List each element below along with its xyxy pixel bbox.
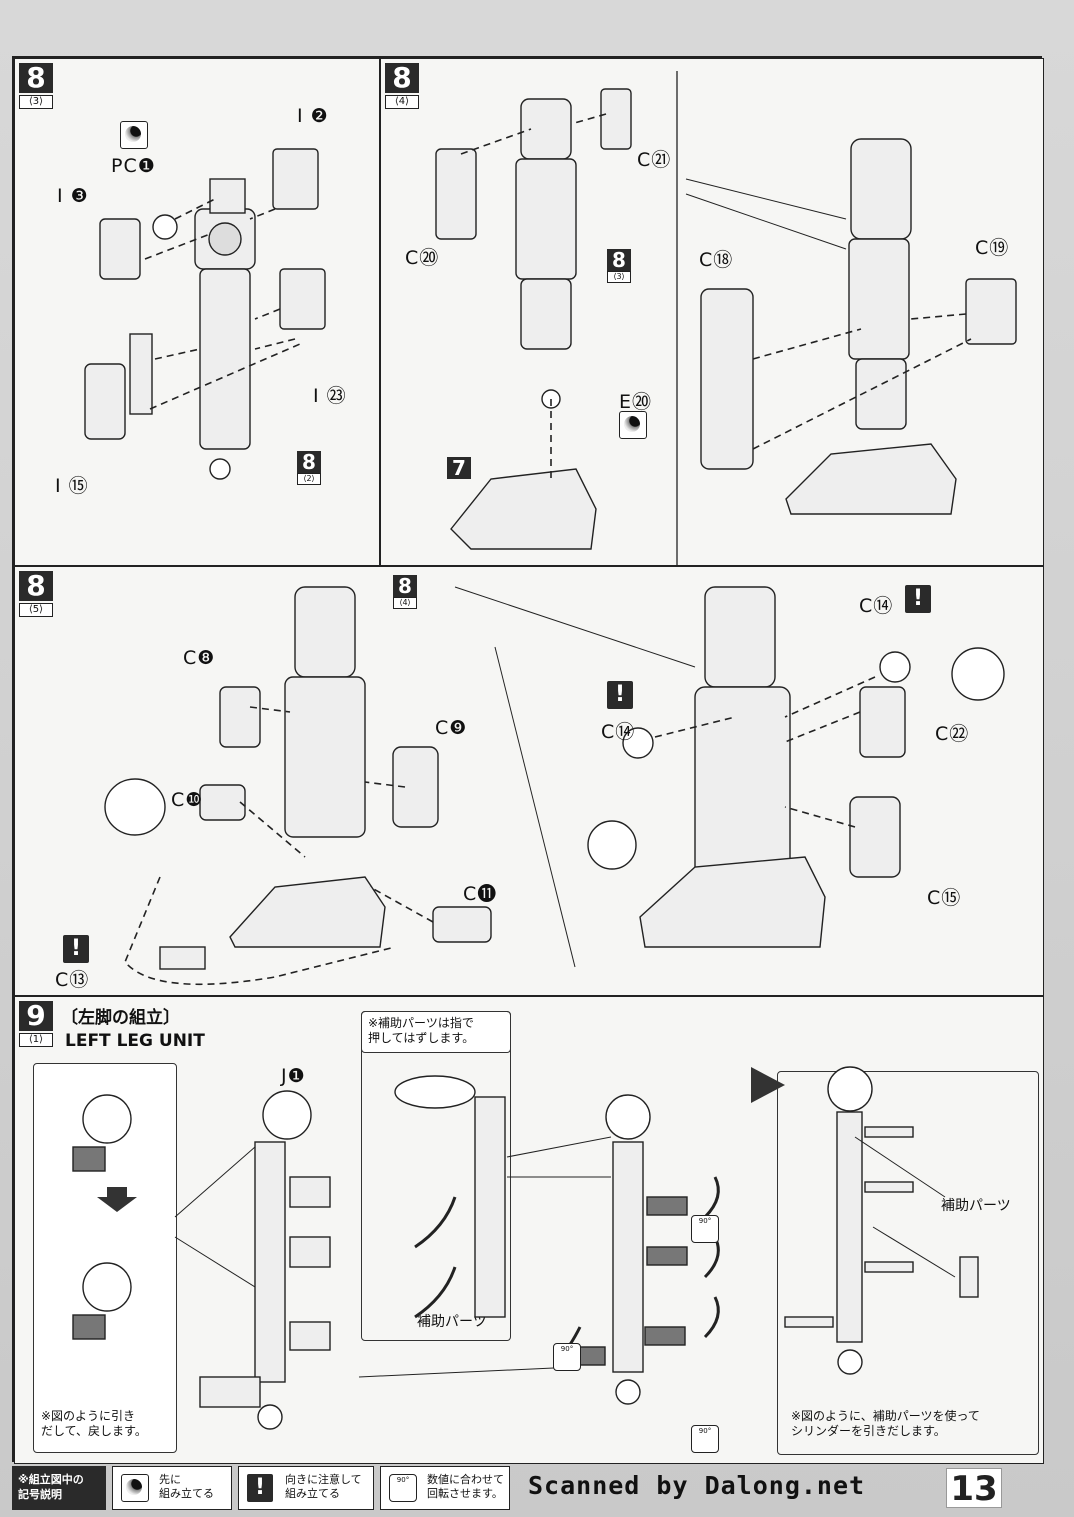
part-label: I ⑮ bbox=[55, 475, 89, 497]
legend-glue-first: 先に 組み立てる bbox=[112, 1466, 232, 1510]
step-8-3-panel: 8 ⟨3⟩ bbox=[14, 58, 380, 566]
rotate-90-icon: 90° bbox=[553, 1343, 581, 1371]
rotate-90-icon: 90° bbox=[691, 1425, 719, 1453]
step-substep: ⟨3⟩ bbox=[19, 95, 53, 109]
part-label: C⑳ bbox=[405, 247, 440, 269]
ref-step-number: 7 bbox=[447, 457, 471, 479]
rotate-90-icon: 90° bbox=[389, 1474, 417, 1502]
glue-first-icon bbox=[120, 121, 148, 149]
legend-caution: ! 向きに注意して 組み立てる bbox=[238, 1466, 374, 1510]
step-number: 8 bbox=[19, 63, 53, 93]
right-note: ※図のように、補助パーツを使って シリンダーを引きだします。 bbox=[791, 1409, 980, 1438]
part-label: C⓫ bbox=[463, 883, 498, 905]
step-substep: ⟨1⟩ bbox=[19, 1033, 53, 1047]
step-number: 8 bbox=[385, 63, 419, 93]
caution-icon: ! bbox=[63, 935, 89, 963]
part-label: J❶ bbox=[281, 1065, 306, 1087]
part-label: C⑲ bbox=[975, 237, 1010, 259]
ref-step-sub: ⟨4⟩ bbox=[393, 597, 417, 609]
part-label: PC❶ bbox=[111, 155, 156, 177]
caution-icon: ! bbox=[905, 585, 931, 613]
leg-frame-drawing bbox=[84, 148, 326, 480]
part-label: C⑬ bbox=[55, 969, 90, 991]
step-8-5-panel: 8 ⟨5⟩ bbox=[14, 566, 1044, 996]
runner-frame-drawing bbox=[72, 1066, 979, 1430]
legend-text: 向きに注意して 組み立てる bbox=[285, 1473, 362, 1500]
part-label: C⑮ bbox=[927, 887, 962, 909]
step-number: 9 bbox=[19, 1001, 53, 1031]
helper-part-label: 補助パーツ bbox=[417, 1314, 487, 1330]
ref-step-sub: ⟨2⟩ bbox=[297, 473, 321, 485]
right-inset bbox=[777, 1071, 1039, 1455]
inset-note: ※図のように引き だして、戻します。 bbox=[41, 1409, 147, 1438]
reference-step-box: 8 ⟨2⟩ bbox=[297, 451, 321, 485]
ref-step-number: 8 bbox=[393, 575, 417, 597]
step-8-4-panel: 8 ⟨4⟩ bbox=[380, 58, 1044, 566]
symbol-legend: ※組立図中の 記号説明 先に 組み立てる ! 向きに注意して 組み立てる 90°… bbox=[12, 1466, 532, 1510]
ref-step-number: 8 bbox=[607, 249, 631, 271]
leg-armor-drawing bbox=[104, 586, 1005, 986]
legend-text: 先に 組み立てる bbox=[159, 1473, 214, 1500]
part-label: I ㉓ bbox=[313, 385, 347, 407]
glue-first-icon bbox=[619, 411, 647, 439]
part-label: C❿ bbox=[171, 789, 204, 811]
step-number: 8 bbox=[19, 571, 53, 601]
part-label: C㉒ bbox=[935, 723, 970, 745]
reference-step-box: 8 ⟨4⟩ bbox=[393, 575, 417, 609]
legend-text: 数値に合わせて 回転させます。 bbox=[427, 1473, 504, 1500]
section-title-jp: 〔左脚の組立〕 bbox=[61, 1008, 180, 1028]
rotate-90-icon: 90° bbox=[691, 1215, 719, 1243]
part-label: C㉑ bbox=[637, 149, 672, 171]
step-substep: ⟨4⟩ bbox=[385, 95, 419, 109]
section-title-en: LEFT LEG UNIT bbox=[65, 1031, 205, 1051]
legend-rotate: 90° 数値に合わせて 回転させます。 bbox=[380, 1466, 510, 1510]
middle-inset bbox=[361, 1011, 511, 1341]
step-9-1-panel: 9 ⟨1⟩ 〔左脚の組立〕 LEFT LEG UNIT ※図のように引き だして… bbox=[14, 996, 1044, 1464]
part-label: I ❸ bbox=[57, 185, 89, 207]
part-label: C❽ bbox=[183, 647, 216, 669]
caution-icon: ! bbox=[247, 1474, 273, 1502]
part-label: E⑳ bbox=[619, 391, 653, 413]
instruction-sheet: 8 ⟨3⟩ bbox=[12, 56, 1044, 1464]
part-label: C⑭ bbox=[859, 595, 894, 617]
leg-assembly-drawing bbox=[435, 71, 1017, 565]
ref-step-sub: ⟨3⟩ bbox=[607, 271, 631, 283]
glue-first-icon bbox=[121, 1474, 149, 1502]
part-label: C❾ bbox=[435, 717, 468, 739]
helper-part-label: 補助パーツ bbox=[941, 1198, 1011, 1214]
scan-credit: Scanned by Dalong.net bbox=[528, 1471, 866, 1500]
part-label: C⑱ bbox=[699, 249, 734, 271]
legend-heading: ※組立図中の 記号説明 bbox=[12, 1466, 106, 1510]
helper-part-note: ※補助パーツは指で 押してはずします。 bbox=[361, 1011, 511, 1053]
page-number: 13 bbox=[946, 1468, 1002, 1509]
part-label: C⑭ bbox=[601, 721, 636, 743]
ref-step-number: 8 bbox=[297, 451, 321, 473]
caution-icon: ! bbox=[607, 681, 633, 709]
reference-step-box: 7 bbox=[447, 457, 471, 479]
part-label: I ❷ bbox=[297, 105, 329, 127]
step-substep: ⟨5⟩ bbox=[19, 603, 53, 617]
reference-step-box: 8 ⟨3⟩ bbox=[607, 249, 631, 283]
